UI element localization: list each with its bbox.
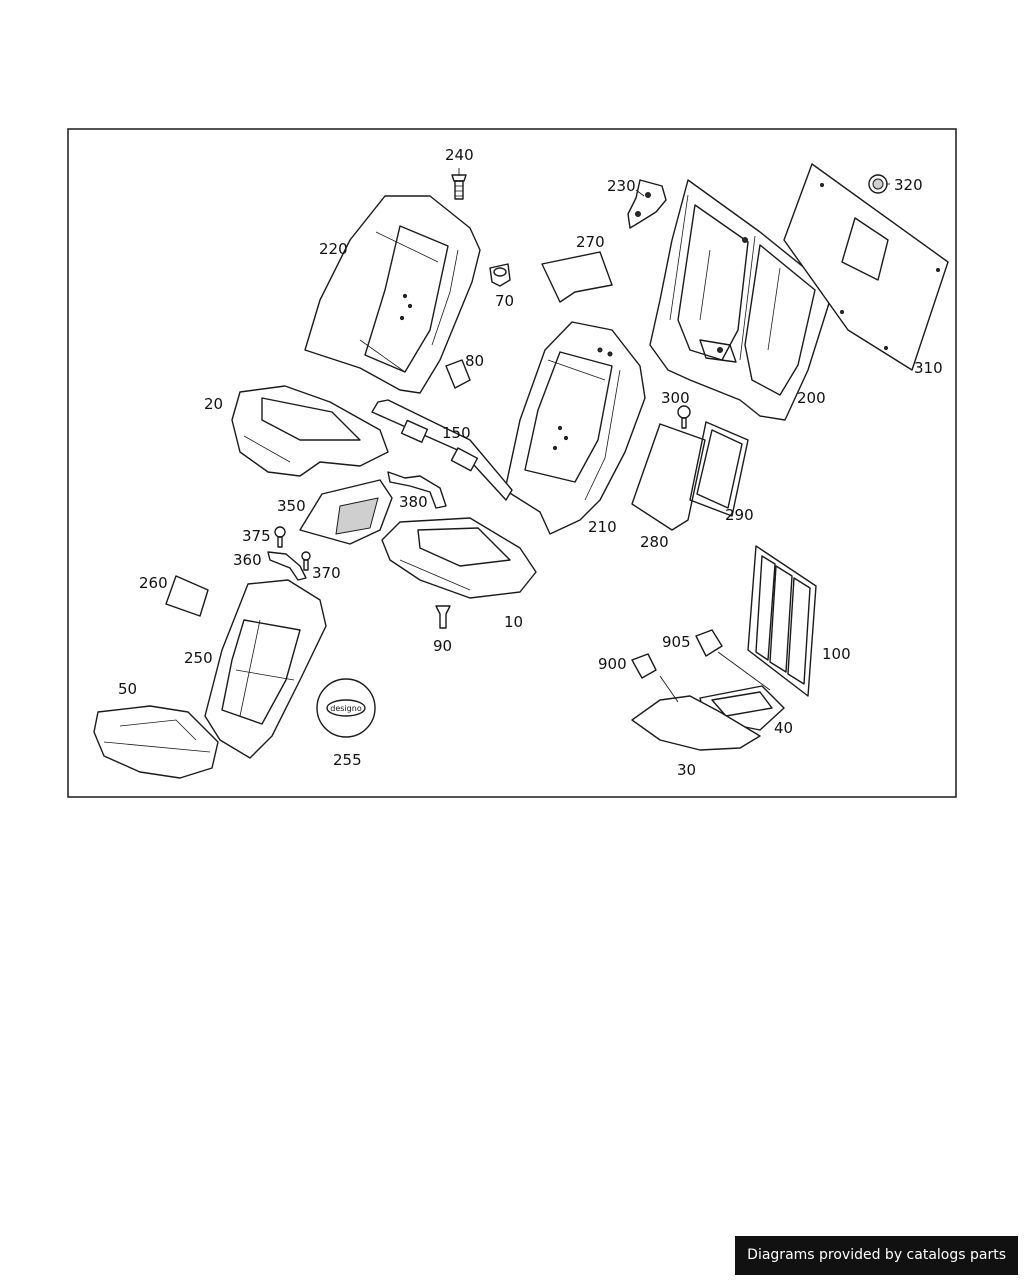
label-50: 50 — [118, 680, 137, 698]
part-20-seat-cushion[interactable] — [231, 385, 389, 477]
label-200: 200 — [797, 389, 826, 407]
label-300: 300 — [661, 389, 690, 407]
part-250-backrest-cover[interactable] — [204, 579, 327, 759]
part-50-seat-cushion[interactable] — [93, 705, 219, 779]
part-220-backrest-cover[interactable] — [304, 195, 481, 394]
diagram-frame — [67, 128, 957, 798]
label-375: 375 — [242, 527, 271, 545]
credit-banner: Diagrams provided by catalogs parts — [735, 1236, 1018, 1275]
part-905-clip[interactable] — [695, 629, 723, 657]
label-350: 350 — [277, 497, 306, 515]
part-360-bracket[interactable] — [267, 551, 307, 581]
part-90-clip[interactable] — [435, 605, 451, 629]
label-100: 100 — [822, 645, 851, 663]
label-310: 310 — [914, 359, 943, 377]
part-320-grommet[interactable] — [868, 174, 888, 194]
part-labels: 240 230 320 220 270 70 310 80 20 150 300… — [118, 146, 943, 779]
label-30: 30 — [677, 761, 696, 779]
label-280: 280 — [640, 533, 669, 551]
part-100-mat[interactable] — [747, 545, 817, 697]
label-70: 70 — [495, 292, 514, 310]
label-230: 230 — [607, 177, 636, 195]
part-230-bracket[interactable] — [627, 179, 667, 229]
label-210: 210 — [588, 518, 617, 536]
credit-text: Diagrams provided by catalogs parts — [747, 1247, 1006, 1263]
label-10: 10 — [504, 613, 523, 631]
badge-text: designo — [330, 704, 362, 713]
leader-lines — [458, 168, 890, 703]
label-250: 250 — [184, 649, 213, 667]
part-280-board[interactable] — [631, 423, 706, 531]
part-70-clip[interactable] — [489, 263, 511, 287]
label-260: 260 — [139, 574, 168, 592]
part-10-seat-cushion[interactable] — [381, 517, 537, 599]
label-220: 220 — [319, 240, 348, 258]
label-255: 255 — [333, 751, 362, 769]
part-240-bolt[interactable] — [451, 174, 467, 200]
label-150: 150 — [442, 424, 471, 442]
label-40: 40 — [774, 719, 793, 737]
part-260-pad[interactable] — [165, 575, 209, 617]
label-380: 380 — [399, 493, 428, 511]
part-30-pad[interactable] — [631, 695, 761, 751]
label-900: 900 — [598, 655, 627, 673]
label-370: 370 — [312, 564, 341, 582]
part-380-bracket[interactable] — [387, 471, 447, 509]
part-210-backrest-cover[interactable] — [504, 321, 646, 535]
part-350-armrest[interactable] — [299, 479, 393, 545]
part-290-frame[interactable] — [689, 421, 749, 517]
label-290: 290 — [725, 506, 754, 524]
part-900-clip[interactable] — [631, 653, 657, 679]
label-240: 240 — [445, 146, 474, 164]
part-375-screw[interactable] — [274, 526, 286, 548]
part-255-badge[interactable]: designo — [316, 678, 376, 738]
label-270: 270 — [576, 233, 605, 251]
part-270-pad[interactable] — [541, 251, 613, 303]
part-300-screw[interactable] — [677, 405, 691, 429]
label-320: 320 — [894, 176, 923, 194]
label-360: 360 — [233, 551, 262, 569]
label-905: 905 — [662, 633, 691, 651]
part-150-cross-tube[interactable] — [371, 399, 513, 501]
label-90: 90 — [433, 637, 452, 655]
part-370-screw[interactable] — [301, 551, 311, 571]
part-310-rear-panel[interactable] — [783, 163, 949, 371]
label-80: 80 — [465, 352, 484, 370]
part-80-clip[interactable] — [445, 359, 471, 389]
label-20: 20 — [204, 395, 223, 413]
